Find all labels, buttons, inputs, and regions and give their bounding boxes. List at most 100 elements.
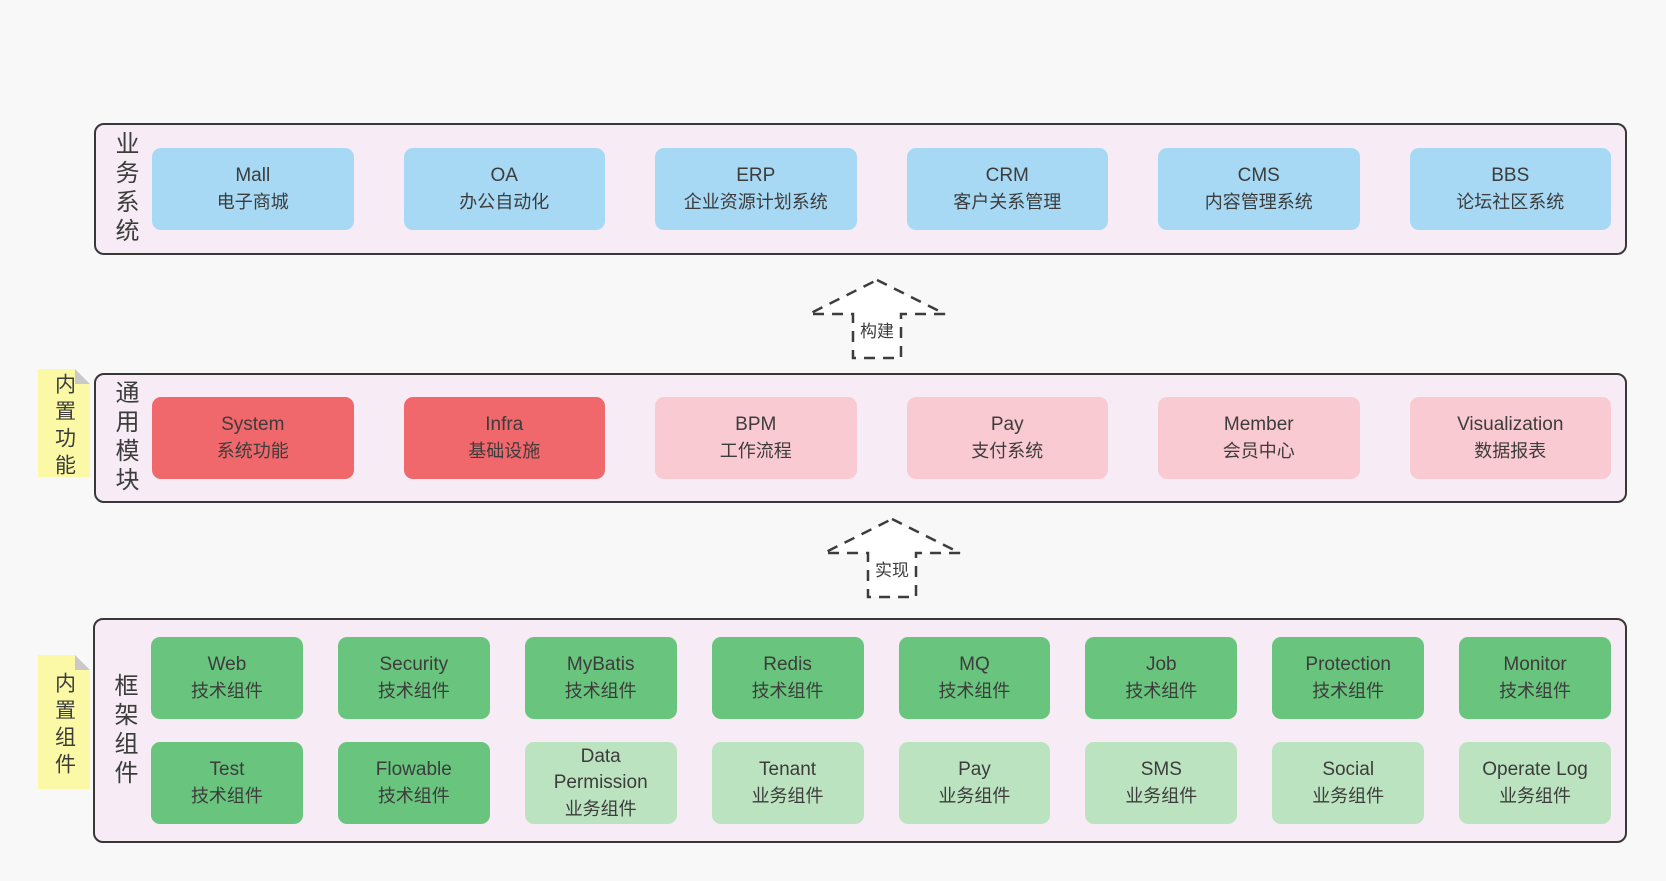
framework-component-box: Web 技术组件 (151, 637, 303, 719)
framework-component-box: Pay 业务组件 (898, 742, 1051, 824)
box-title: Test (209, 759, 245, 781)
box-title: Pay (958, 759, 991, 781)
box-subtitle: 业务组件 (751, 785, 824, 806)
box-title: MQ (959, 654, 990, 676)
box-subtitle: 技术组件 (564, 680, 637, 701)
box-title: Operate Log (1482, 759, 1588, 781)
box-subtitle: 技术组件 (1312, 680, 1385, 701)
component-row: Mall 电子商城 OA 办公自动化 ERP 企业资源计划系统 CRM (152, 148, 1611, 230)
box-title: Web (207, 654, 247, 676)
framework-component-box: Test 技术组件 (151, 742, 303, 824)
business-system-box: ERP 企业资源计划系统 (655, 148, 857, 230)
box-title: Job (1145, 654, 1177, 676)
framework-component-box: Social 业务组件 (1272, 742, 1425, 824)
layer-side-column: 框架组件 (95, 620, 151, 841)
box-subtitle: 技术组件 (377, 785, 450, 806)
box-title: Mall (235, 165, 271, 187)
build-arrow: 构建 (807, 278, 947, 360)
framework-component-box: Flowable 技术组件 (337, 742, 490, 824)
box-title: Social (1322, 759, 1375, 781)
layer-panel-business-systems: 业务系统 Mall 电子商城 OA 办公自动化 ERP (94, 123, 1627, 255)
box-subtitle: 办公自动化 (459, 191, 550, 212)
layer-rows: Web 技术组件 Security 技术组件 MyBatis 技术组件 (151, 620, 1625, 841)
framework-component-box: Tenant 业务组件 (711, 742, 864, 824)
box-title: BBS (1491, 165, 1530, 187)
box-subtitle: 支付系统 (971, 440, 1044, 461)
box-title: MyBatis (566, 654, 635, 676)
business-system-box: OA 办公自动化 (403, 148, 605, 230)
framework-component-box: MyBatis 技术组件 (524, 637, 677, 719)
box-subtitle: 业务组件 (938, 785, 1011, 806)
box-title: BPM (735, 414, 777, 436)
sticky-note-built-in-components: 内置组件 (38, 655, 90, 789)
box-title: Visualization (1457, 414, 1564, 436)
box-title: SMS (1140, 759, 1182, 781)
implement-arrow: 实现 (822, 517, 962, 599)
layer-title-common-modules: 通用模块 (111, 380, 138, 496)
layer-panel-common-modules: 通用模块 System 系统功能 Infra 基础设施 BPM (94, 373, 1627, 503)
framework-component-box: Job 技术组件 (1085, 637, 1238, 719)
box-subtitle: 业务组件 (1312, 785, 1385, 806)
box-title: CMS (1237, 165, 1280, 187)
box-subtitle: 数据报表 (1474, 440, 1547, 461)
build-arrow-label: 构建 (857, 316, 897, 343)
box-subtitle: 技术组件 (1499, 680, 1572, 701)
sticky-note-label: 内置功能 (52, 373, 76, 481)
module-box: System 系统功能 (152, 397, 354, 479)
layer-title-framework-components: 框架组件 (110, 672, 137, 789)
box-subtitle: 客户关系管理 (953, 191, 1062, 212)
box-subtitle: 内容管理系统 (1204, 191, 1313, 212)
box-title: Member (1223, 414, 1294, 436)
box-title: ERP (736, 165, 776, 187)
framework-component-box: Monitor 技术组件 (1459, 637, 1611, 719)
component-row-business: Test 技术组件 Flowable 技术组件 Data Permission … (151, 742, 1611, 824)
box-subtitle: 系统功能 (216, 440, 289, 461)
box-subtitle: 工作流程 (719, 440, 792, 461)
component-row-tech: Web 技术组件 Security 技术组件 MyBatis 技术组件 (151, 637, 1611, 719)
sticky-note-built-in-features: 内置功能 (38, 369, 90, 481)
box-subtitle: 技术组件 (1125, 680, 1198, 701)
box-subtitle: 技术组件 (751, 680, 824, 701)
sticky-note-label: 内置组件 (52, 672, 76, 780)
framework-component-box: SMS 业务组件 (1085, 742, 1238, 824)
module-box: BPM 工作流程 (655, 397, 857, 479)
box-subtitle: 企业资源计划系统 (683, 191, 828, 212)
layer-title-business-systems: 业务系统 (111, 131, 138, 247)
box-title: CRM (985, 165, 1029, 187)
business-system-box: CMS 内容管理系统 (1158, 148, 1360, 230)
box-subtitle: 会员中心 (1222, 440, 1295, 461)
module-box: Infra 基础设施 (403, 397, 605, 479)
business-system-box: BBS 论坛社区系统 (1409, 148, 1611, 230)
framework-component-box: Security 技术组件 (337, 637, 490, 719)
box-title: Pay (990, 414, 1024, 436)
framework-component-box: Protection 技术组件 (1272, 637, 1425, 719)
box-subtitle: 业务组件 (1499, 785, 1572, 806)
business-system-box: Mall 电子商城 (152, 148, 354, 230)
implement-arrow-label: 实现 (872, 555, 912, 582)
box-subtitle: 技术组件 (190, 785, 263, 806)
box-title: Security (379, 654, 449, 676)
box-title: OA (490, 165, 518, 187)
box-subtitle: 技术组件 (190, 680, 263, 701)
box-title: System (221, 414, 285, 436)
layer-side-column: 通用模块 (96, 375, 152, 501)
box-subtitle: 电子商城 (216, 191, 289, 212)
box-title: Flowable (375, 759, 452, 781)
layer-side-column: 业务系统 (96, 125, 152, 253)
layer-rows: System 系统功能 Infra 基础设施 BPM 工作流程 Pay (152, 375, 1625, 501)
box-title: Monitor (1503, 654, 1567, 676)
box-title: Protection (1305, 654, 1391, 676)
module-box: Visualization 数据报表 (1409, 397, 1611, 479)
business-system-box: CRM 客户关系管理 (906, 148, 1108, 230)
box-subtitle: 业务组件 (1125, 785, 1198, 806)
box-subtitle: 论坛社区系统 (1456, 191, 1565, 212)
box-title: Infra (485, 414, 524, 436)
component-row: System 系统功能 Infra 基础设施 BPM 工作流程 Pay (152, 397, 1611, 479)
module-box: Member 会员中心 (1158, 397, 1360, 479)
framework-component-box: Data Permission 业务组件 (524, 742, 677, 824)
box-title: Redis (763, 654, 812, 676)
layer-rows: Mall 电子商城 OA 办公自动化 ERP 企业资源计划系统 CRM (152, 125, 1625, 253)
framework-component-box: MQ 技术组件 (898, 637, 1051, 719)
layer-panel-framework-components: 框架组件 Web 技术组件 Security 技术组件 MyBati (93, 618, 1627, 843)
